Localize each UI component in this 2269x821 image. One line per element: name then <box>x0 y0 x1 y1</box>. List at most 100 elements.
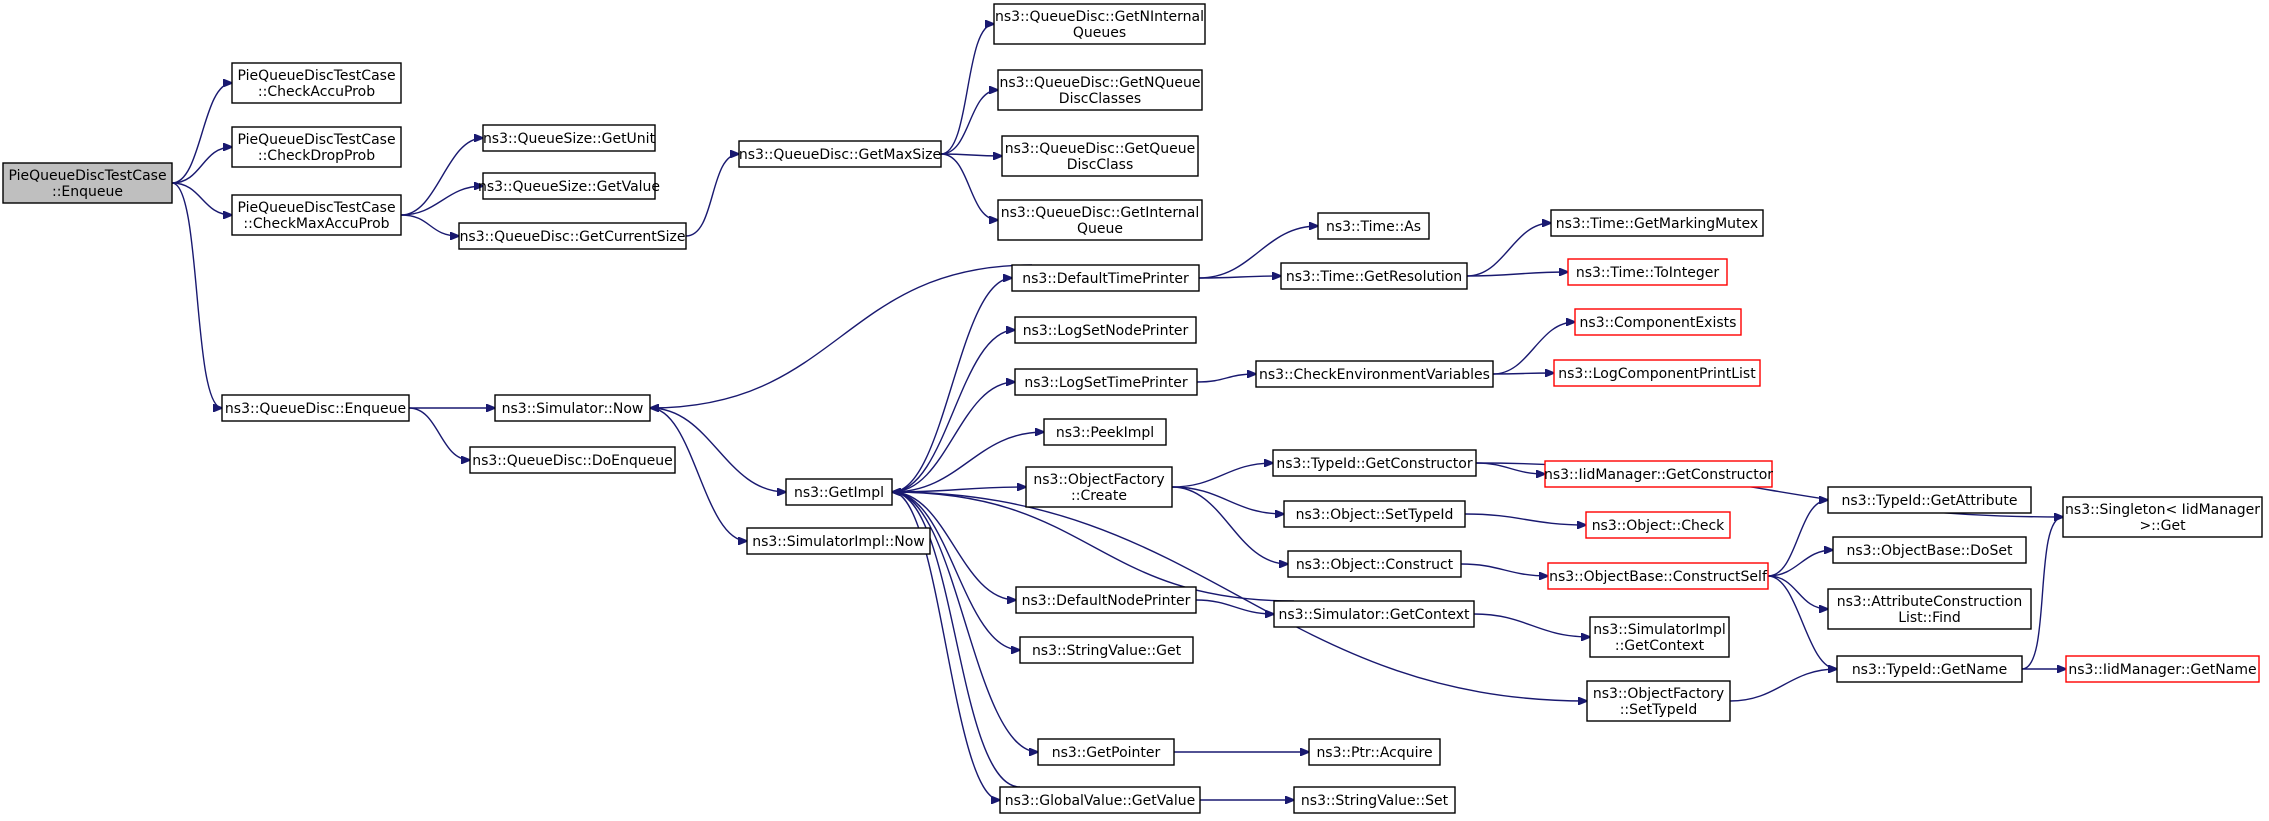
node-label: ns3::Object::SetTypeId <box>1296 507 1454 523</box>
node-qd-doenq[interactable]: ns3::QueueDisc::DoEnqueue <box>469 446 676 474</box>
node-check-accu[interactable]: PieQueueDiscTestCase::CheckAccuProb <box>231 62 402 104</box>
node-simimpl-now[interactable]: ns3::SimulatorImpl::Now <box>746 527 931 555</box>
node-label: PieQueueDiscTestCase <box>237 200 395 216</box>
node-gv-getvalue[interactable]: ns3::GlobalValue::GetValue <box>999 786 1201 814</box>
node-label: ns3::TypeId::GetConstructor <box>1276 456 1472 472</box>
node-label: ns3::StringValue::Get <box>1032 643 1182 659</box>
node-label: ns3::QueueDisc::GetQueue <box>1005 141 1196 157</box>
node-iidmgr-getname[interactable]: ns3::IidManager::GetName <box>2065 655 2260 683</box>
call-edge-enqueue_tc-to-check_accu <box>171 83 232 184</box>
node-iidmgr-getctor[interactable]: ns3::IidManager::GetConstructor <box>1544 460 1773 488</box>
node-obj-construct[interactable]: ns3::Object::Construct <box>1287 550 1462 578</box>
node-time-as[interactable]: ns3::Time::As <box>1317 212 1430 240</box>
node-peekimpl[interactable]: ns3::PeekImpl <box>1043 418 1167 446</box>
node-label: ::CheckDropProb <box>258 148 375 164</box>
node-label: ns3::Time::GetMarkingMutex <box>1556 216 1758 232</box>
node-time-toint[interactable]: ns3::Time::ToInteger <box>1567 258 1728 286</box>
node-ptr-acquire[interactable]: ns3::Ptr::Acquire <box>1308 738 1441 766</box>
node-label: ::GetContext <box>1615 638 1705 654</box>
node-time-getres[interactable]: ns3::Time::GetResolution <box>1280 262 1468 290</box>
node-strval-get[interactable]: ns3::StringValue::Get <box>1019 636 1194 664</box>
node-objfac-create[interactable]: ns3::ObjectFactory::Create <box>1025 466 1173 508</box>
node-check-max[interactable]: PieQueueDiscTestCase::CheckMaxAccuProb <box>231 194 402 236</box>
node-qd-getmax[interactable]: ns3::QueueDisc::GetMaxSize <box>738 140 942 168</box>
node-log-time[interactable]: ns3::LogSetTimePrinter <box>1014 368 1198 396</box>
call-edge-def_time-to-time_as <box>1198 226 1318 279</box>
node-qs-getunit[interactable]: ns3::QueueSize::GetUnit <box>482 124 656 152</box>
node-label: ns3::Simulator::Now <box>502 401 644 417</box>
node-label: ns3::PeekImpl <box>1056 425 1154 441</box>
node-enqueue-tc[interactable]: PieQueueDiscTestCase::Enqueue <box>2 162 173 204</box>
node-def-node[interactable]: ns3::DefaultNodePrinter <box>1015 586 1197 614</box>
node-label: ns3::TypeId::GetAttribute <box>1842 493 2018 509</box>
node-label: ns3::GetPointer <box>1052 745 1161 761</box>
node-typeid-getctor[interactable]: ns3::TypeId::GetConstructor <box>1272 449 1477 477</box>
call-edge-getimpl-to-def_time <box>891 278 1012 493</box>
call-edge-getimpl-to-getpointer <box>891 491 1038 752</box>
function-nodes: PieQueueDiscTestCase::EnqueuePieQueueDis… <box>2 3 2263 814</box>
node-log-comp-list[interactable]: ns3::LogComponentPrintList <box>1553 359 1761 387</box>
node-getpointer[interactable]: ns3::GetPointer <box>1037 738 1175 766</box>
call-edge-qd_getcur-to-qd_getmax <box>685 154 739 237</box>
call-edge-obj_construct-to-objbase_cs <box>1460 563 1548 576</box>
call-edge-typeid_getname-to-singleton_get <box>2021 517 2063 670</box>
call-edge-sim_getctx-to-getimpl <box>892 492 1295 602</box>
node-label: ns3::Time::As <box>1326 219 1421 235</box>
node-obj-settypeid[interactable]: ns3::Object::SetTypeId <box>1283 500 1466 528</box>
node-qd-getcur[interactable]: ns3::QueueDisc::GetCurrentSize <box>458 222 687 250</box>
node-typeid-getattr[interactable]: ns3::TypeId::GetAttribute <box>1827 486 2032 514</box>
node-time-mutex[interactable]: ns3::Time::GetMarkingMutex <box>1550 209 1764 237</box>
node-label: DiscClasses <box>1059 91 1141 107</box>
call-edges <box>171 24 2066 800</box>
node-label: ns3::Object::Check <box>1592 518 1725 534</box>
node-check-env[interactable]: ns3::CheckEnvironmentVariables <box>1255 360 1494 388</box>
node-qd-enqueue[interactable]: ns3::QueueDisc::Enqueue <box>221 394 410 422</box>
node-singleton-get[interactable]: ns3::Singleton< IidManager >::Get <box>2062 496 2263 538</box>
node-objbase-doset[interactable]: ns3::ObjectBase::DoSet <box>1832 536 2027 564</box>
node-label: ns3::QueueDisc::GetNQueue <box>999 75 1200 91</box>
node-sim-now[interactable]: ns3::Simulator::Now <box>494 394 651 422</box>
node-label: ns3::SimulatorImpl::Now <box>752 534 925 550</box>
node-typeid-getname[interactable]: ns3::TypeId::GetName <box>1836 655 2023 683</box>
call-edge-def_time-to-sim_now <box>650 264 1033 408</box>
node-label: ns3::TypeId::GetName <box>1852 662 2007 678</box>
node-check-drop[interactable]: PieQueueDiscTestCase::CheckDropProb <box>231 126 402 168</box>
node-label: ::CheckAccuProb <box>258 84 375 100</box>
call-edge-getimpl-to-gv_getvalue <box>891 491 1000 800</box>
node-comp-exists[interactable]: ns3::ComponentExists <box>1574 308 1742 336</box>
node-label: ns3::IidManager::GetConstructor <box>1544 467 1773 483</box>
node-def-time[interactable]: ns3::DefaultTimePrinter <box>1011 264 1200 292</box>
node-label: ns3::QueueDisc::Enqueue <box>225 401 406 417</box>
node-objfac-settid[interactable]: ns3::ObjectFactory::SetTypeId <box>1586 680 1731 722</box>
node-label: Queues <box>1073 25 1126 41</box>
call-edge-check_max-to-qd_getcur <box>400 214 459 236</box>
node-simimpl-getctx[interactable]: ns3::SimulatorImpl::GetContext <box>1589 616 1730 658</box>
node-label: ns3::SimulatorImpl <box>1593 622 1726 638</box>
node-obj-check[interactable]: ns3::Object::Check <box>1585 511 1731 539</box>
node-label: ::Create <box>1071 488 1127 504</box>
call-edge-def_node-to-sim_getctx <box>1195 599 1274 614</box>
call-edge-check_env-to-log_comp_list <box>1492 373 1554 374</box>
call-edge-objfac_settid-to-typeid_getname <box>1729 669 1837 702</box>
call-edge-getimpl-to-strval_get <box>891 491 1020 650</box>
node-label: ns3::QueueSize::GetValue <box>478 179 660 195</box>
call-edge-sim_getctx-to-simimpl_getctx <box>1473 613 1590 637</box>
node-objbase-cs[interactable]: ns3::ObjectBase::ConstructSelf <box>1547 562 1769 590</box>
node-label: ns3::CheckEnvironmentVariables <box>1259 367 1490 383</box>
node-sim-getctx[interactable]: ns3::Simulator::GetContext <box>1273 600 1475 628</box>
node-qs-getvalue[interactable]: ns3::QueueSize::GetValue <box>478 172 660 200</box>
node-strval-set[interactable]: ns3::StringValue::Set <box>1293 786 1456 814</box>
node-label: ns3::LogSetTimePrinter <box>1024 375 1188 391</box>
node-label: ns3::LogSetNodePrinter <box>1023 323 1189 339</box>
node-getimpl[interactable]: ns3::GetImpl <box>785 478 893 506</box>
node-log-node[interactable]: ns3::LogSetNodePrinter <box>1014 316 1197 344</box>
node-label: PieQueueDiscTestCase <box>237 132 395 148</box>
call-edge-time_getres-to-time_toint <box>1466 272 1568 277</box>
node-label: DiscClass <box>1067 157 1134 173</box>
node-label: ::CheckMaxAccuProb <box>243 216 389 232</box>
